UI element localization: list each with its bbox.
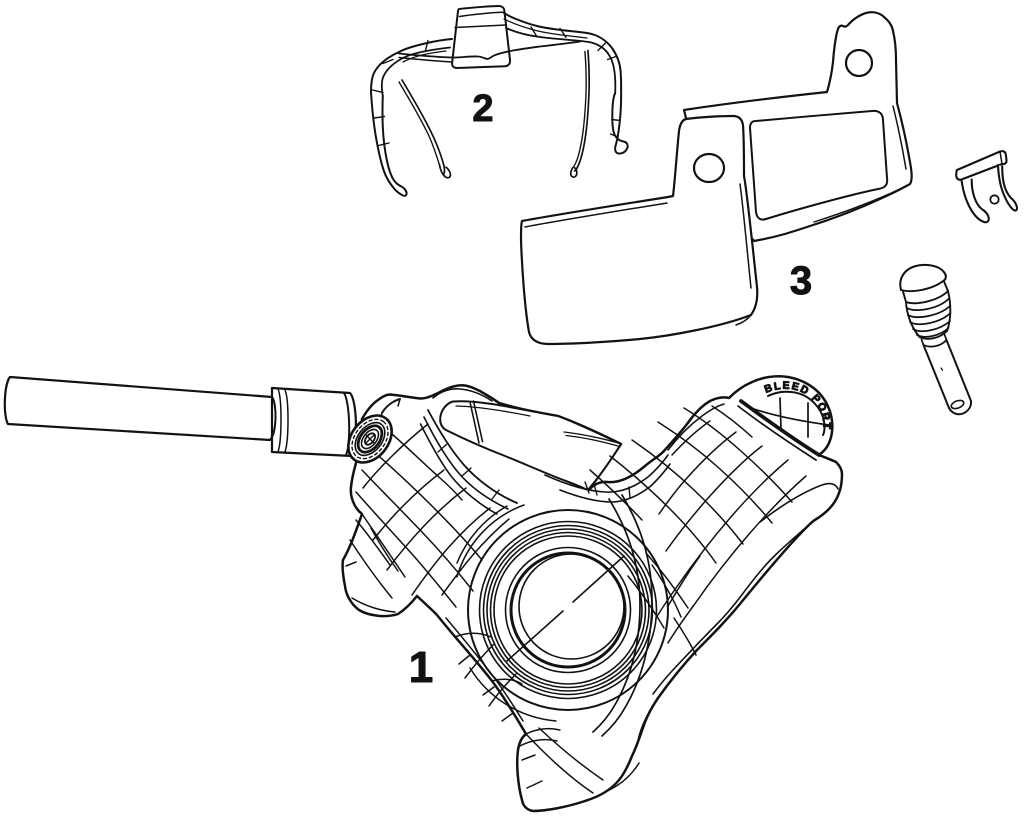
svg-text:1: 1 (409, 643, 433, 692)
svg-text:2: 2 (472, 88, 493, 130)
svg-text:3: 3 (790, 259, 812, 303)
